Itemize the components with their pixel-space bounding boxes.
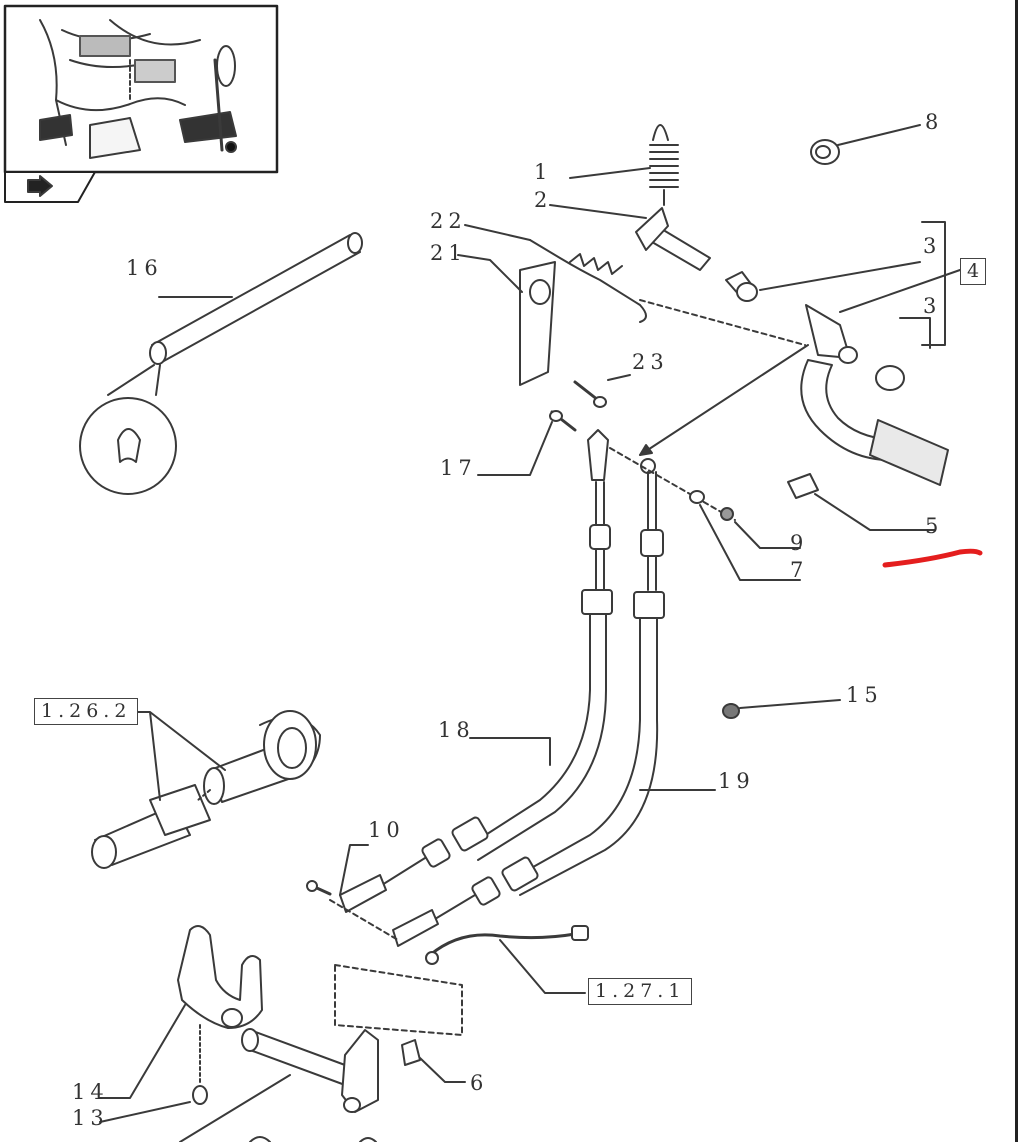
callout-5: 5 [925, 514, 944, 538]
callout-23: 23 [632, 350, 669, 374]
assembly-1-26-2 [91, 710, 321, 869]
page-right-border [1015, 0, 1018, 1142]
parts-10-15 [306, 699, 841, 941]
callout-10: 10 [368, 818, 405, 842]
callout-15: 15 [846, 683, 883, 707]
callout-7: 7 [790, 558, 809, 582]
reference-1-26-2: 1.26.2 [34, 698, 139, 725]
part-16-pin [79, 232, 363, 495]
callout-6: 6 [470, 1071, 489, 1095]
callout-2: 2 [534, 188, 553, 212]
callout-4: 4 [960, 258, 987, 285]
part-4-pedal [639, 221, 961, 531]
parts-top-group [549, 124, 921, 302]
cables-18-19 [339, 471, 716, 947]
red-mark [882, 548, 983, 568]
wire-1-27-1 [425, 925, 589, 994]
callout-16: 16 [126, 256, 163, 280]
cable-top-fittings [477, 344, 809, 581]
callout-19: 19 [718, 769, 755, 793]
callout-9: 9 [790, 531, 809, 555]
callout-14: 14 [72, 1080, 109, 1104]
parts-bracket-group [457, 224, 647, 408]
reference-1-27-1: 1.27.1 [588, 978, 693, 1005]
callout-21: 21 [430, 241, 467, 265]
callout-18: 18 [438, 718, 475, 742]
callout-13: 13 [72, 1106, 109, 1130]
callout-17: 17 [440, 456, 477, 480]
callout-22: 22 [430, 209, 467, 233]
callout-1: 1 [534, 160, 553, 184]
callout-3a: 3 [923, 234, 942, 258]
parts-14-13-6 [99, 925, 466, 1142]
callout-3b: 3 [923, 294, 942, 318]
locator-inset [3, 4, 279, 203]
callout-8: 8 [925, 110, 944, 134]
